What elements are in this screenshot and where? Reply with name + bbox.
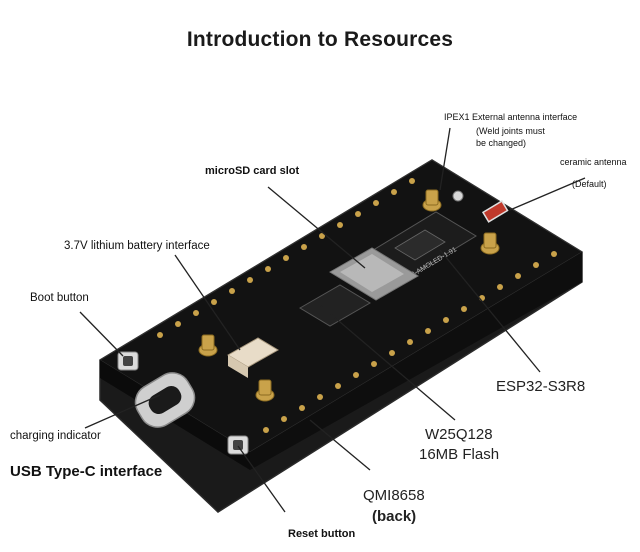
flash-chip [299,284,371,327]
page-title: Introduction to Resources [186,28,454,51]
label-flash-chip: W25Q128 [425,426,493,443]
label-usb-type-c: USB Type-C interface [10,463,163,480]
header-pins-top [157,178,415,338]
reset-button-part [227,435,249,455]
label-ceramic-default: (Default) [572,179,607,189]
label-charging-indicator: charging indicator [10,430,101,442]
label-ipex1: IPEX1 External antenna interface [444,112,578,122]
label-qmi8658: QMI8658 [363,487,425,504]
boot-button-part [117,351,139,371]
standoffs [198,189,500,402]
microsd-slot [329,247,419,301]
usb-c-port [134,372,196,428]
ceramic-antenna-part [481,200,509,223]
label-flash-size: 16MB Flash [419,446,500,463]
label-ipex1-note1: (Weld joints must [476,126,545,136]
ipex-connector-part [452,190,464,202]
label-esp32: ESP32-S3R8 [496,378,586,395]
header-pins-bottom [263,251,557,433]
label-battery: 3.7V lithium battery interface [64,240,210,252]
label-ceramic-antenna: ceramic antenna [560,157,627,167]
label-microsd: microSD card slot [205,165,300,177]
leader-lines [79,127,586,513]
label-boot-button: Boot button [30,292,89,304]
label-ipex1-note2: be changed) [476,138,527,148]
label-qmi8658-back: (back) [372,508,417,525]
battery-connector [227,337,279,378]
label-reset-button: Reset button [288,528,356,540]
